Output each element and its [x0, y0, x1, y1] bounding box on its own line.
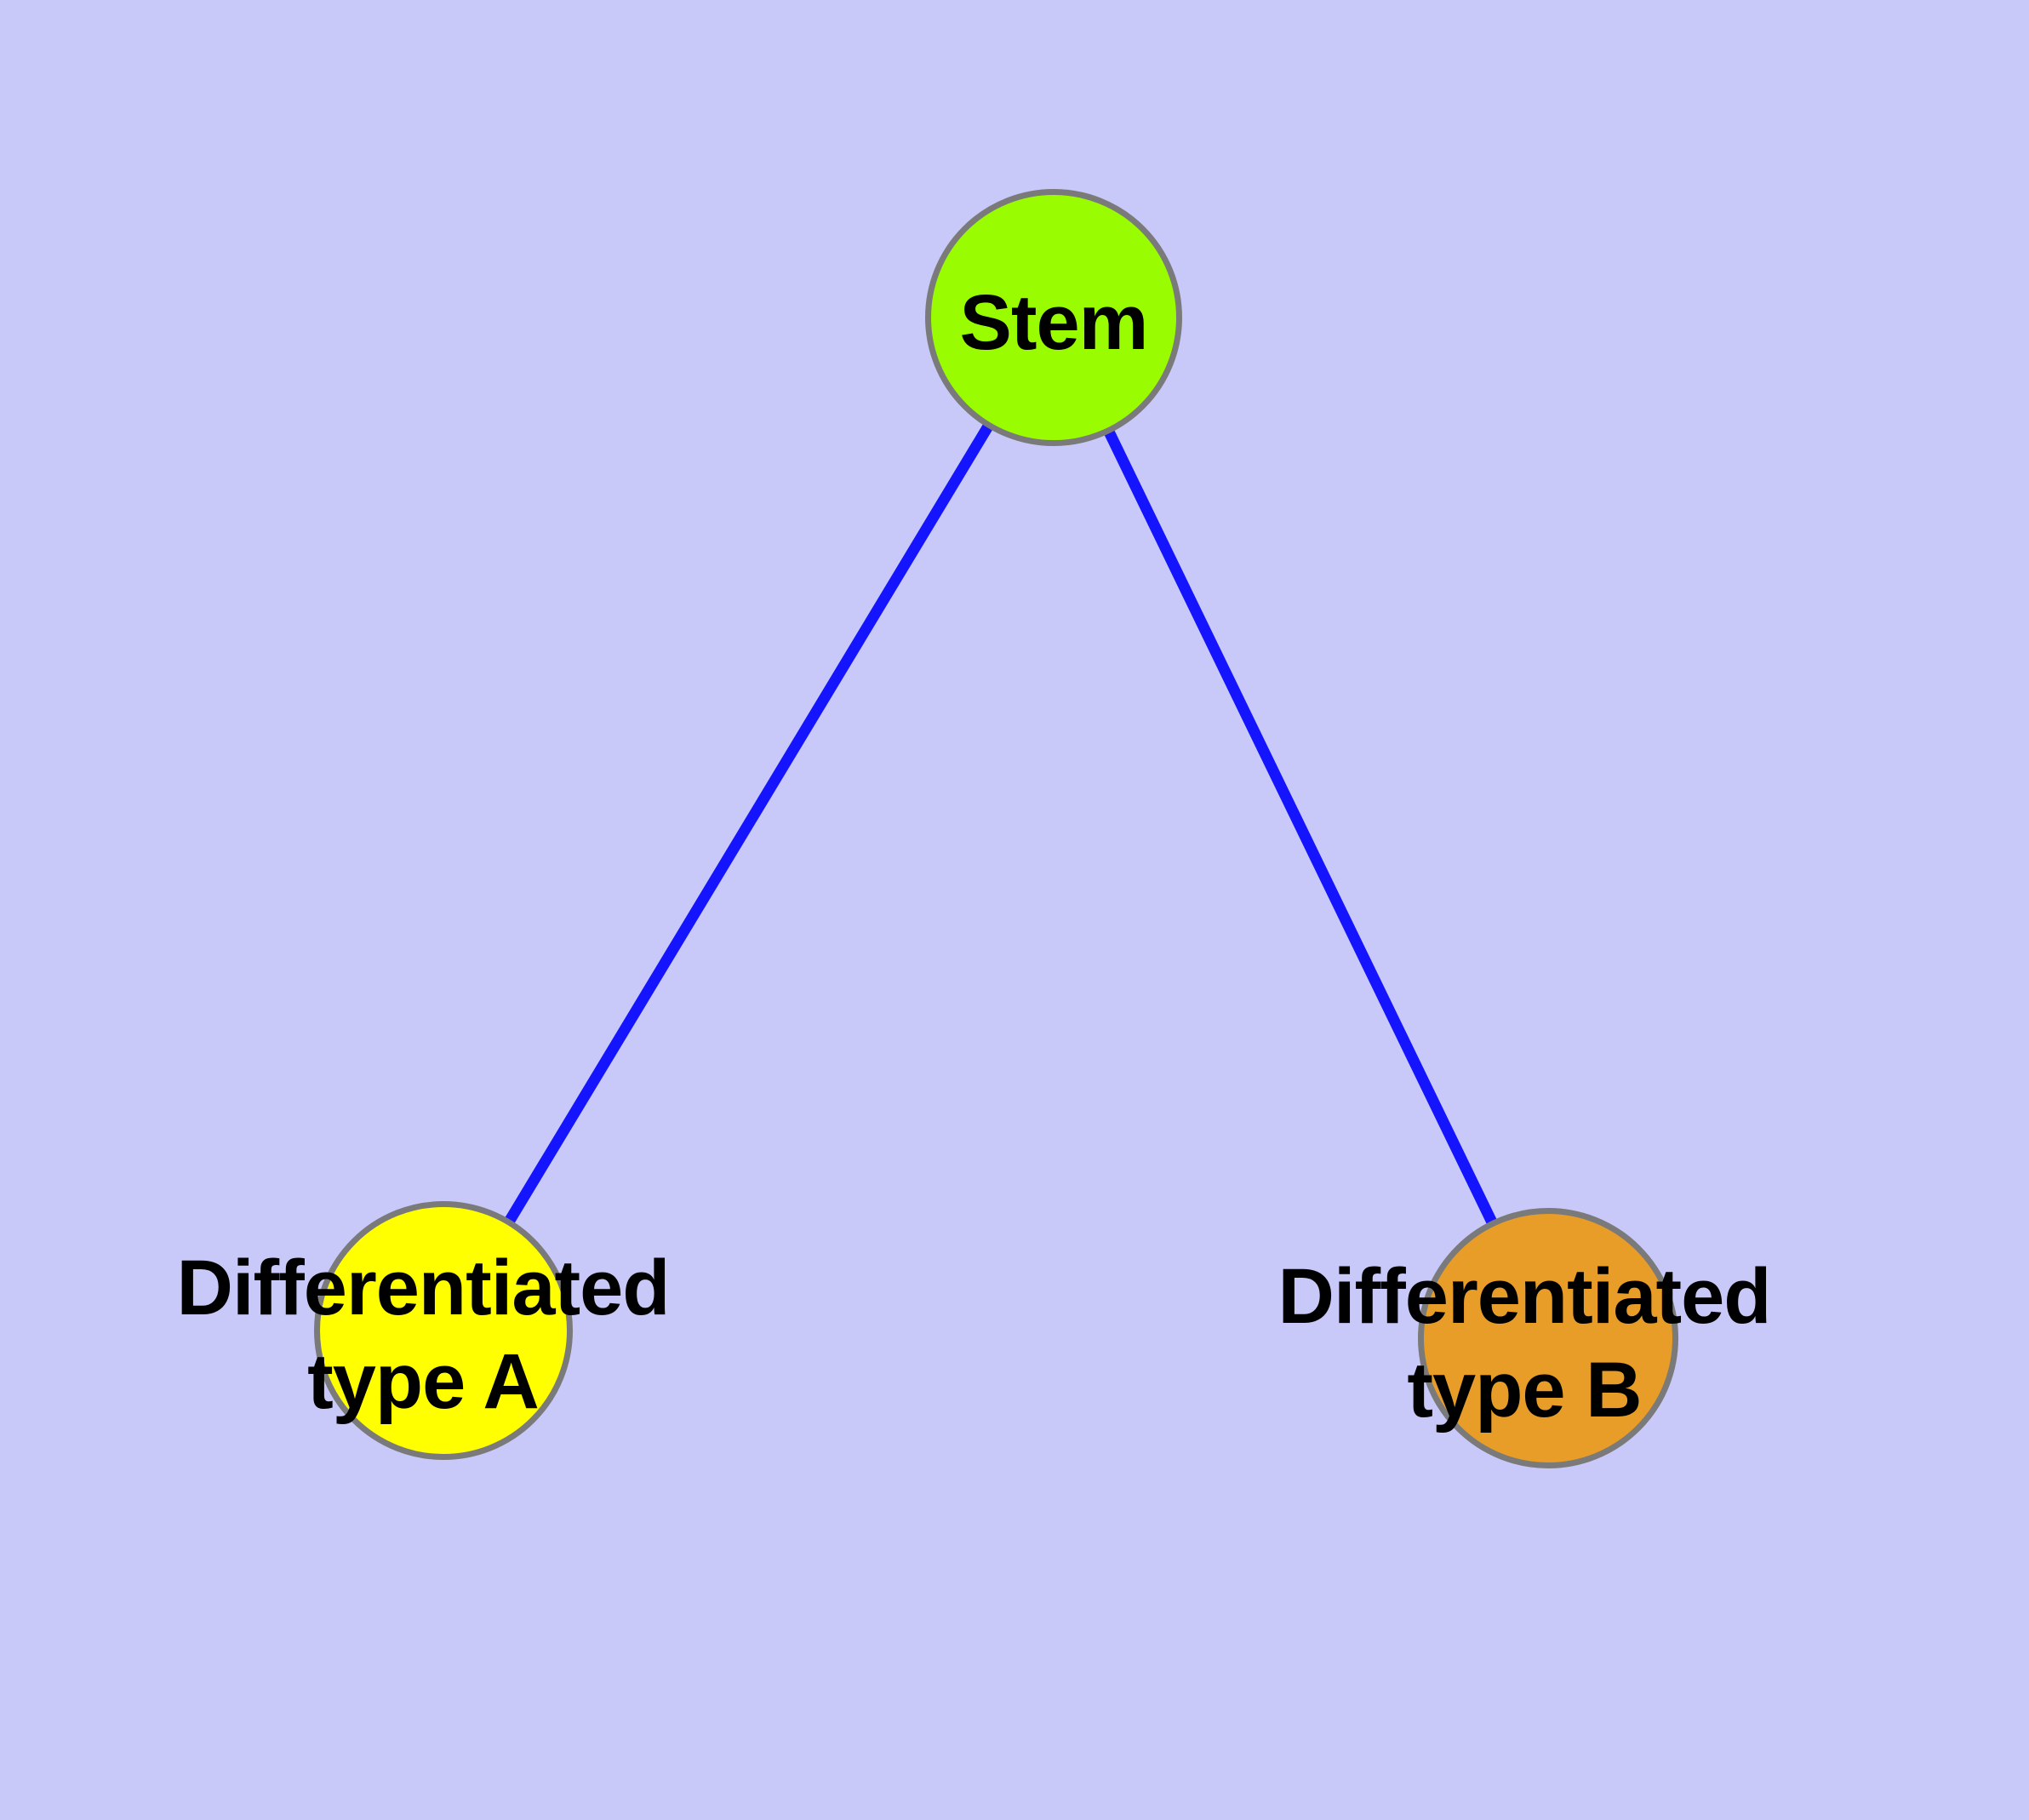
edge-stem-to-type-b [1049, 315, 1553, 1341]
stem-node-circle [925, 189, 1182, 446]
type-a-node-circle [314, 1201, 573, 1460]
edge-stem-to-type-a [438, 314, 1059, 1334]
type-b-node-circle [1418, 1208, 1678, 1468]
